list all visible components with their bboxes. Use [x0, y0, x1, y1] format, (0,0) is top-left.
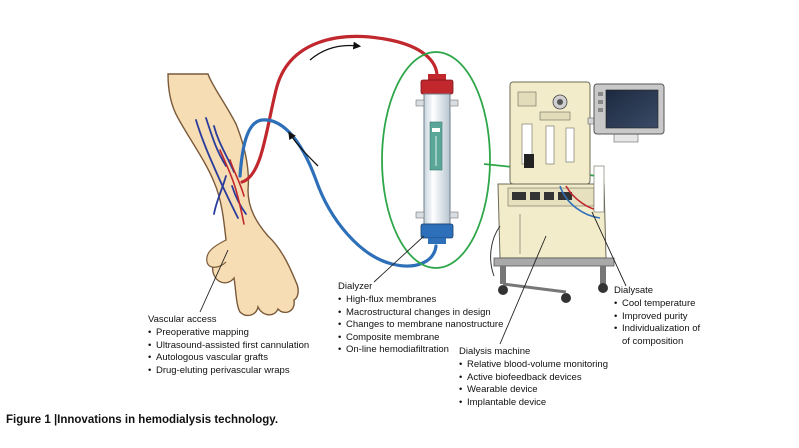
vascular-access-title: Vascular access	[148, 314, 217, 325]
list-item: •Wearable device	[459, 384, 538, 396]
list-item: •Composite membrane	[338, 331, 440, 343]
dialyzer-title: Dialyzer	[338, 281, 373, 292]
arterial-blood-line	[240, 34, 439, 184]
dialysis-machine-title: Dialysis machine	[459, 346, 531, 357]
list-item: •Improved purity	[614, 310, 688, 322]
dialyzer-cartridge	[415, 74, 459, 244]
list-item: •Implantable device	[459, 396, 547, 408]
list-item: •Autologous vascular grafts	[148, 352, 268, 364]
dialyzer-label: Dialyzer •High-flux membranes •Macrostru…	[338, 281, 503, 356]
list-item: •Drug-eluting perivascular wraps	[148, 364, 290, 376]
list-item: of composition	[622, 335, 684, 347]
flow-arrow-icon	[309, 41, 362, 61]
list-item: •High-flux membranes	[338, 294, 437, 306]
dialysis-machine	[490, 81, 639, 303]
dialyzer-highlight	[381, 51, 491, 269]
dialysate-list: •Cool temperature •Improved purity •Indi…	[614, 298, 700, 348]
list-item: •Preoperative mapping	[148, 327, 249, 339]
list-item: •Changes to membrane nanostructure	[338, 319, 504, 331]
dialysate-label: Dialysate •Cool temperature •Improved pu…	[614, 285, 700, 348]
vascular-access-label: Vascular access •Preoperative mapping •U…	[148, 314, 309, 377]
list-item: •Active biofeedback devices	[459, 371, 582, 383]
figure-caption: Figure 1 |Innovations in hemodialysis te…	[6, 414, 278, 426]
list-item: •Individualization of	[614, 323, 701, 335]
caption-separator: |	[53, 414, 58, 426]
venous-blood-line	[238, 118, 438, 268]
figure-number: Figure 1	[6, 414, 51, 426]
arm-illustration	[167, 73, 299, 317]
dialysis-machine-label: Dialysis machine •Relative blood-volume …	[459, 346, 608, 409]
leader-lines	[199, 211, 627, 345]
monitor-screen	[593, 83, 665, 135]
dialyzer-list: •High-flux membranes •Macrostructural ch…	[338, 294, 503, 356]
vascular-access-list: •Preoperative mapping •Ultrasound-assist…	[148, 327, 309, 377]
list-item: •On-line hemodiafiltration	[338, 344, 449, 356]
dialysis-machine-list: •Relative blood-volume monitoring •Activ…	[459, 359, 608, 409]
list-item: •Ultrasound-assisted first cannulation	[148, 339, 310, 351]
dialysate-title: Dialysate	[614, 285, 654, 296]
caption-title: Innovations in hemodialysis technology.	[57, 414, 279, 426]
list-item: •Relative blood-volume monitoring	[459, 359, 608, 371]
list-item: •Cool temperature	[614, 298, 696, 310]
flow-arrow-icon	[288, 131, 319, 167]
list-item: •Macrostructural changes in design	[338, 306, 491, 318]
